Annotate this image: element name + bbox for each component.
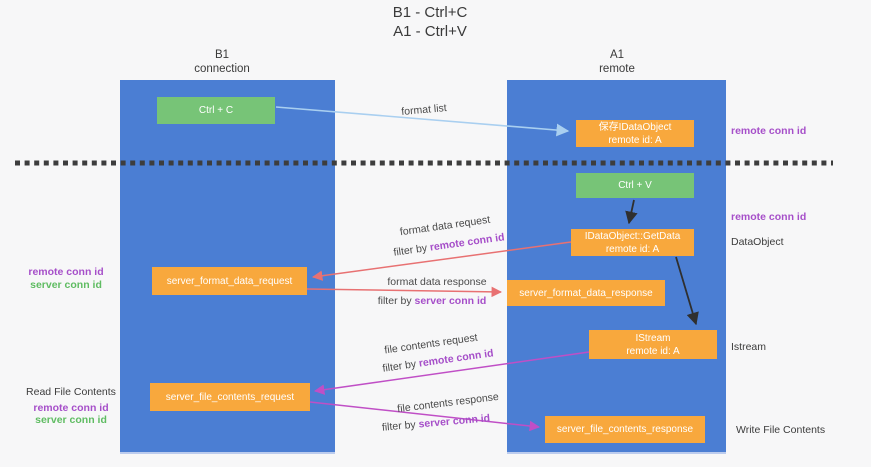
node-server-format-data-response: server_format_data_response bbox=[507, 280, 665, 306]
read-file-contents-label: Read File Contents bbox=[26, 386, 116, 398]
lane-header-a1: A1 remote bbox=[562, 48, 672, 77]
istream-label: Istream bbox=[731, 341, 767, 353]
left-remote-conn-id-2: remote conn id bbox=[33, 401, 109, 414]
right-remote-conn-id-mid: remote conn id bbox=[731, 211, 807, 223]
write-file-contents-label: Write File Contents bbox=[736, 424, 826, 436]
node-getdata-line1: IDataObject::GetData bbox=[584, 230, 681, 242]
read-file-contents-group: Read File Contents remote conn id server… bbox=[20, 386, 122, 427]
label-filter-server-conn-id-1: filter by server conn id bbox=[378, 295, 487, 307]
left-remote-conn-id: remote conn id bbox=[28, 266, 104, 278]
format-data-request-arrow bbox=[311, 241, 572, 281]
node-getdata: IDataObject::GetData remote id: A bbox=[571, 229, 694, 256]
title-line-1: B1 - Ctrl+C bbox=[392, 4, 468, 21]
left-server-conn-id-2: server conn id bbox=[35, 414, 107, 426]
node-istream-line2: remote id: A bbox=[626, 345, 680, 357]
format-data-response-arrow bbox=[306, 286, 503, 298]
node-server-format-data-request-label: server_format_data_request bbox=[166, 275, 293, 287]
node-ctrl-c-label: Ctrl + C bbox=[198, 105, 234, 116]
node-server-format-data-response-label: server_format_data_response bbox=[519, 287, 653, 299]
node-getdata-line2: remote id: A bbox=[605, 243, 660, 255]
node-saved-idataobject-line1: 保存IDataObject bbox=[598, 121, 672, 133]
node-ctrl-v-label: Ctrl + V bbox=[618, 180, 652, 191]
lane-header-b1: B1 connection bbox=[167, 48, 277, 77]
left-server-conn-id: server conn id bbox=[30, 278, 102, 291]
node-ctrl-c: Ctrl + C bbox=[157, 97, 275, 124]
node-saved-idataobject-line2: remote id: A bbox=[608, 134, 662, 146]
label-format-data-response: format data response bbox=[387, 276, 486, 288]
node-ctrl-v: Ctrl + V bbox=[576, 173, 694, 198]
dataobject-label: DataObject bbox=[731, 236, 784, 248]
node-server-file-contents-request-label: server_file_contents_request bbox=[165, 391, 295, 403]
lane-a1-name: A1 bbox=[609, 49, 625, 61]
file-contents-request-arrow bbox=[313, 351, 590, 395]
diagram-title: B1 - Ctrl+C A1 - Ctrl+V bbox=[393, 4, 468, 42]
server-conn-id-text: server conn id bbox=[414, 295, 487, 307]
getdata-to-istream-arrow bbox=[675, 256, 699, 326]
lane-b1-name: B1 bbox=[214, 49, 230, 61]
title-line-2: A1 - Ctrl+V bbox=[393, 22, 467, 40]
left-conn-id-group: remote conn id server conn id bbox=[20, 266, 112, 291]
lane-b1-role: connection bbox=[194, 63, 250, 76]
filter-by-text: filter by bbox=[377, 295, 415, 307]
format-list-arrow bbox=[275, 106, 570, 137]
label-format-data-response-text: format data response bbox=[387, 276, 487, 288]
lane-a1-role: remote bbox=[599, 63, 635, 76]
node-saved-idataobject: 保存IDataObject remote id: A bbox=[576, 120, 694, 147]
ctrlv-to-getdata-arrow bbox=[625, 199, 638, 225]
node-server-file-contents-request: server_file_contents_request bbox=[150, 383, 310, 411]
node-server-file-contents-response: server_file_contents_response bbox=[545, 416, 705, 443]
right-remote-conn-id-top: remote conn id bbox=[731, 125, 807, 137]
node-server-file-contents-response-label: server_file_contents_response bbox=[556, 424, 694, 435]
node-istream-line1: IStream bbox=[635, 332, 671, 344]
node-istream: IStream remote id: A bbox=[589, 330, 717, 359]
file-contents-response-arrow bbox=[309, 401, 541, 432]
node-server-format-data-request: server_format_data_request bbox=[152, 267, 307, 295]
